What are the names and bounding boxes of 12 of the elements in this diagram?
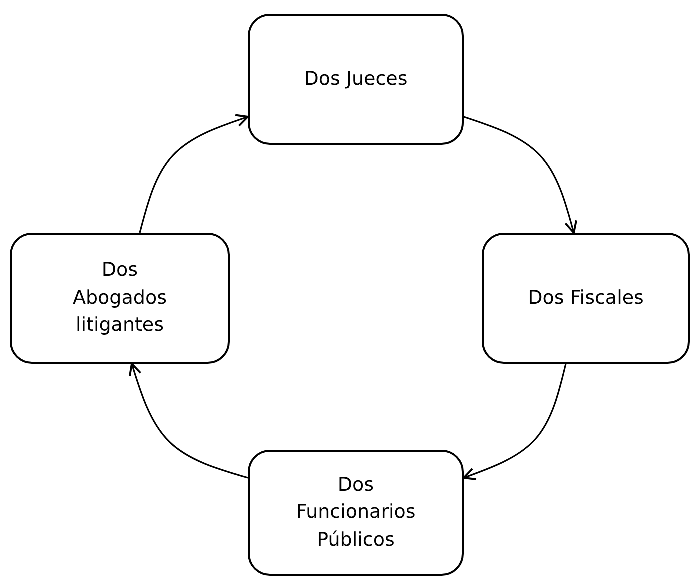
box-label: Dos Abogados litigantes bbox=[72, 258, 168, 338]
curved-arrow bbox=[464, 116, 578, 234]
rounded-box bbox=[482, 233, 690, 364]
rounded-box bbox=[248, 450, 464, 576]
box-label: Dos Fiscales bbox=[528, 286, 644, 311]
curved-arrow bbox=[139, 114, 249, 234]
rounded-box bbox=[10, 233, 230, 364]
curved-arrow bbox=[128, 363, 248, 479]
box-label: Dos Funcionarios Públicos bbox=[295, 472, 417, 553]
curved-arrow bbox=[463, 364, 567, 480]
rounded-box bbox=[248, 14, 464, 145]
box-label: Dos Jueces bbox=[304, 66, 408, 92]
